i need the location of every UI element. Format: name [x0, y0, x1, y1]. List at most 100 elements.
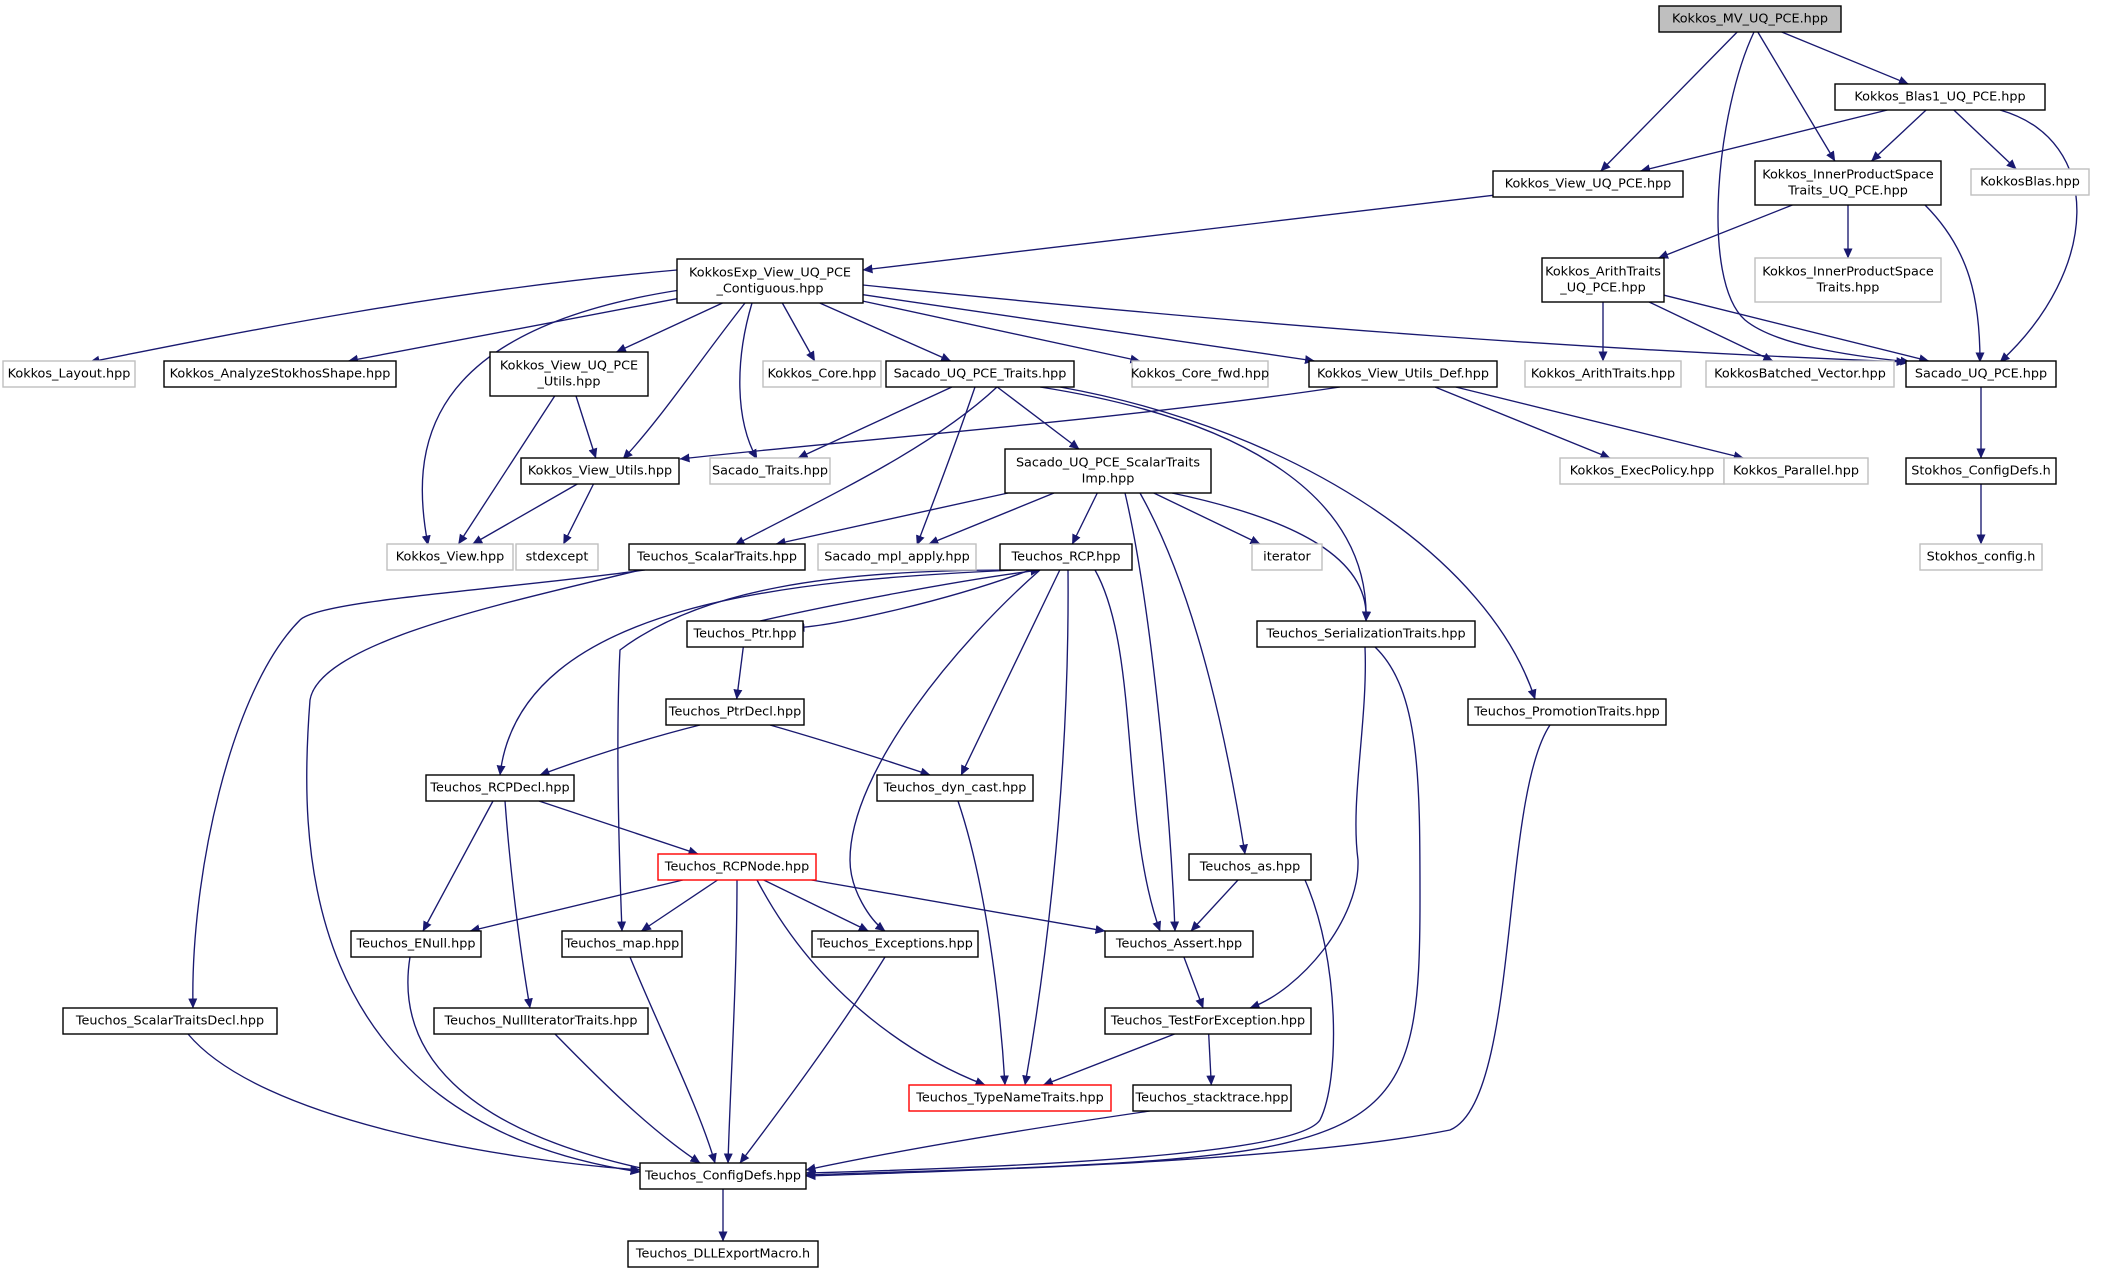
edge-kokkosexp_view-to-layout	[89, 269, 678, 365]
node-teuchos_configdefs[interactable]: Teuchos_ConfigDefs.hpp	[639, 1162, 807, 1190]
node-map[interactable]: Teuchos_map.hpp	[561, 930, 683, 958]
edge-sacado_uq_pce_traits-to-scalartraits_imp	[996, 386, 1080, 450]
edge-rcp-to-dyn_cast	[960, 569, 1061, 776]
node-sacado_uq_pce_traits[interactable]: Sacado_UQ_PCE_Traits.hpp	[885, 360, 1075, 388]
node-label: _Contiguous.hpp	[715, 282, 823, 297]
edge-layer	[89, 31, 2078, 1242]
node-mv_uq_pce[interactable]: Kokkos_MV_UQ_PCE.hpp	[1658, 5, 1842, 33]
node-label: Teuchos_map.hpp	[564, 937, 680, 952]
node-testforexception[interactable]: Teuchos_TestForException.hpp	[1104, 1007, 1312, 1035]
node-batched_vector[interactable]: KokkosBatched_Vector.hpp	[1705, 360, 1895, 388]
edge-blas1_uq_pce-to-kokkosblas	[1953, 109, 2017, 170]
node-enull[interactable]: Teuchos_ENull.hpp	[350, 930, 482, 958]
node-sacado_uq_pce[interactable]: Sacado_UQ_PCE.hpp	[1905, 360, 2057, 388]
node-typenametraits[interactable]: Teuchos_TypeNameTraits.hpp	[908, 1084, 1112, 1112]
node-rcp[interactable]: Teuchos_RCP.hpp	[999, 543, 1133, 571]
node-scalartraitsdecl[interactable]: Teuchos_ScalarTraitsDecl.hpp	[62, 1007, 278, 1035]
edge-teuchos_scalartraits-to-scalartraitsdecl	[188, 569, 646, 1009]
node-label: Stokhos_config.h	[1927, 550, 2036, 565]
node-kokkosexp_view[interactable]: KokkosExp_View_UQ_PCE_Contiguous.hpp	[676, 258, 864, 304]
node-blas1_uq_pce[interactable]: Kokkos_Blas1_UQ_PCE.hpp	[1834, 83, 2046, 111]
node-promotion[interactable]: Teuchos_PromotionTraits.hpp	[1467, 698, 1667, 726]
node-rcpdecl[interactable]: Teuchos_RCPDecl.hpp	[425, 774, 575, 802]
node-view_utils_def[interactable]: Kokkos_View_Utils_Def.hpp	[1308, 360, 1498, 388]
node-serialization[interactable]: Teuchos_SerializationTraits.hpp	[1256, 620, 1476, 648]
node-label: Teuchos_PromotionTraits.hpp	[1473, 705, 1659, 720]
node-dllexport[interactable]: Teuchos_DLLExportMacro.h	[627, 1240, 819, 1268]
node-stokhos_configdefs[interactable]: Stokhos_ConfigDefs.h	[1905, 457, 2057, 485]
node-stdexcept[interactable]: stdexcept	[515, 543, 599, 571]
node-box-arithtraits	[1524, 360, 1682, 388]
node-label: Teuchos_PtrDecl.hpp	[668, 705, 801, 720]
node-label: _Utils.hpp	[537, 375, 601, 390]
edge-kokkosexp_view-to-sacado_traits	[739, 302, 758, 460]
node-innerproduct_uq_pce[interactable]: Kokkos_InnerProductSpaceTraits_UQ_PCE.hp…	[1754, 160, 1942, 206]
node-box-layout	[2, 360, 136, 388]
node-analyze[interactable]: Kokkos_AnalyzeStokhosShape.hpp	[163, 360, 397, 388]
edge-sacado_uq_pce_traits-to-promotion	[1059, 386, 1537, 700]
node-kokkos_view[interactable]: Kokkos_View.hpp	[386, 543, 514, 571]
node-as[interactable]: Teuchos_as.hpp	[1188, 853, 1312, 881]
edge-assert-to-testforexception	[1183, 956, 1204, 1009]
node-label: Traits.hpp	[1816, 281, 1880, 296]
edge-kokkosexp_view-to-sacado_uq_pce_traits	[819, 302, 952, 362]
node-label: Teuchos_TestForException.hpp	[1110, 1014, 1305, 1029]
edge-rcp-to-rcpdecl	[496, 569, 1016, 776]
edge-kokkosexp_view-to-view_utils	[622, 302, 746, 460]
edge-blas1_uq_pce-to-sacado_uq_pce	[1999, 109, 2078, 363]
node-box-mpl_apply	[817, 543, 977, 571]
node-box-kokkos_view	[386, 543, 514, 571]
node-layout[interactable]: Kokkos_Layout.hpp	[2, 360, 136, 388]
edge-view_uq_pce-to-kokkosexp_view	[862, 194, 1494, 274]
node-core_fwd[interactable]: Kokkos_Core_fwd.hpp	[1131, 360, 1269, 388]
node-exceptions[interactable]: Teuchos_Exceptions.hpp	[811, 930, 979, 958]
node-label: Teuchos_ConfigDefs.hpp	[644, 1169, 801, 1184]
node-box-blas1_uq_pce	[1834, 83, 2046, 111]
node-box-sacado_uq_pce_traits	[885, 360, 1075, 388]
edge-as-to-assert	[1190, 879, 1239, 932]
node-ptr[interactable]: Teuchos_Ptr.hpp	[686, 620, 804, 648]
edge-testforexception-to-typenametraits	[1042, 1033, 1175, 1086]
edge-scalartraits_imp-to-mpl_apply	[928, 492, 1055, 545]
node-label: Teuchos_ScalarTraits.hpp	[636, 550, 797, 565]
node-teuchos_scalartraits[interactable]: Teuchos_ScalarTraits.hpp	[628, 543, 806, 571]
node-ptrdecl[interactable]: Teuchos_PtrDecl.hpp	[665, 698, 805, 726]
node-arithtraits[interactable]: Kokkos_ArithTraits.hpp	[1524, 360, 1682, 388]
edge-scalartraits_imp-to-assert	[1124, 492, 1180, 932]
node-box-enull	[350, 930, 482, 958]
node-box-stacktrace	[1132, 1084, 1292, 1112]
node-dyn_cast[interactable]: Teuchos_dyn_cast.hpp	[876, 774, 1034, 802]
node-kokkosblas[interactable]: KokkosBlas.hpp	[1970, 168, 2090, 196]
node-execpolicy[interactable]: Kokkos_ExecPolicy.hpp	[1559, 457, 1725, 485]
node-box-view_uq_pce	[1492, 170, 1684, 198]
node-view_utils[interactable]: Kokkos_View_Utils.hpp	[520, 457, 680, 485]
edge-testforexception-to-stacktrace	[1206, 1033, 1216, 1086]
edge-scalartraits_imp-to-as	[1139, 492, 1248, 855]
node-view_uq_pce_utils[interactable]: Kokkos_View_UQ_PCE_Utils.hpp	[489, 351, 649, 397]
node-label: Kokkos_InnerProductSpace	[1762, 265, 1934, 280]
node-assert[interactable]: Teuchos_Assert.hpp	[1104, 930, 1254, 958]
edge-mv_uq_pce-to-view_uq_pce	[1600, 31, 1738, 172]
node-label: iterator	[1263, 550, 1311, 565]
node-mpl_apply[interactable]: Sacado_mpl_apply.hpp	[817, 543, 977, 571]
node-iterator[interactable]: iterator	[1251, 543, 1323, 571]
node-box-teuchos_configdefs	[639, 1162, 807, 1190]
node-stokhos_config[interactable]: Stokhos_config.h	[1919, 543, 2043, 571]
node-stacktrace[interactable]: Teuchos_stacktrace.hpp	[1132, 1084, 1292, 1112]
node-parallel[interactable]: Kokkos_Parallel.hpp	[1723, 457, 1869, 485]
node-label: Kokkos_Parallel.hpp	[1733, 464, 1859, 479]
node-sacado_traits[interactable]: Sacado_Traits.hpp	[709, 457, 831, 485]
node-label: Teuchos_RCPNode.hpp	[664, 860, 809, 875]
node-box-assert	[1104, 930, 1254, 958]
node-box-scalartraitsdecl	[62, 1007, 278, 1035]
node-label: Teuchos_RCP.hpp	[1010, 550, 1120, 565]
node-view_uq_pce[interactable]: Kokkos_View_UQ_PCE.hpp	[1492, 170, 1684, 198]
node-arithtraits_uq_pce[interactable]: Kokkos_ArithTraits_UQ_PCE.hpp	[1541, 257, 1665, 303]
node-rcpnode[interactable]: Teuchos_RCPNode.hpp	[657, 853, 817, 881]
node-core[interactable]: Kokkos_Core.hpp	[762, 360, 882, 388]
node-box-serialization	[1256, 620, 1476, 648]
edge-scalartraitsdecl-to-teuchos_configdefs	[187, 1033, 641, 1174]
node-nulliterator[interactable]: Teuchos_NullIteratorTraits.hpp	[433, 1007, 649, 1035]
